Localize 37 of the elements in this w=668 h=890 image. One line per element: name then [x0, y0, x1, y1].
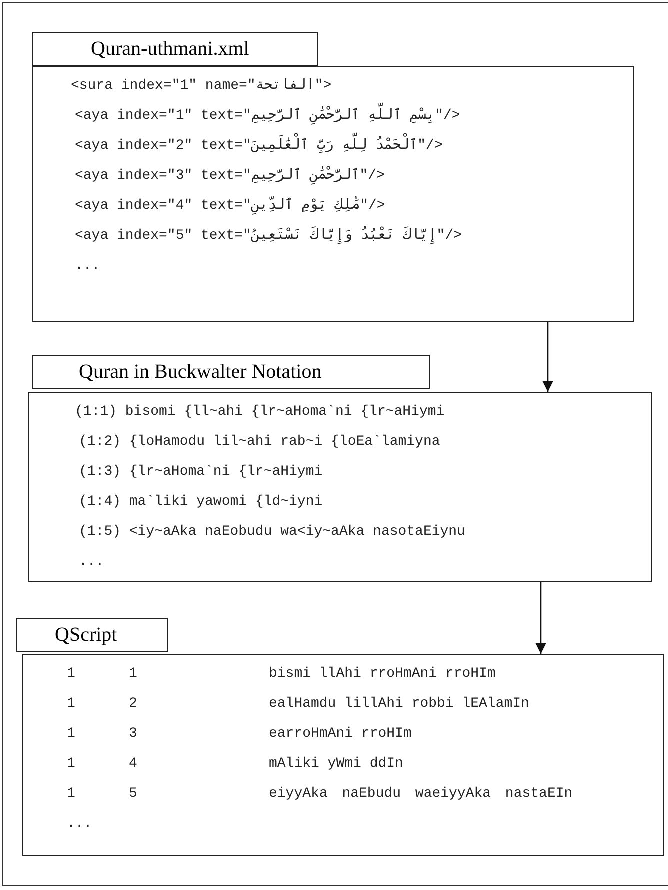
table-cell-text: 4 [129, 755, 138, 774]
table-cell-text: earroHmAni rroHIm [269, 725, 413, 744]
arrow [536, 582, 546, 654]
table-cell-text: 1 [67, 695, 76, 714]
code-line: (1:2) {loHamodu lil~ahi rab~i {loEa`lamiyna [78, 433, 442, 452]
code-box [32, 66, 634, 322]
code-line: <sura index="1" name="الفاتحة"> [71, 77, 333, 96]
table-cell-text: 1 [67, 785, 76, 804]
code-line: (1:5) <iy~aAka naEobudu wa<iy~aAka nasotaEiynu [78, 523, 466, 542]
code-box [22, 654, 664, 856]
code-line: (1:4) ma`liki yawomi {ld~iyni [78, 493, 324, 512]
table-cell-text: 1 [67, 725, 76, 744]
table-cell-text: 5 [129, 785, 138, 804]
table-cell-text: ealHamdu lillAhi robbi lEAlamIn [269, 695, 530, 714]
code-box [28, 392, 652, 582]
code-line: (1:3) {lr~aHoma`ni {lr~aHiymi [78, 463, 324, 482]
table-cell-text: bismi llAhi rroHmAni rroHIm [269, 665, 497, 684]
table-cell-text: 1 [67, 665, 76, 684]
table-cell-text: mAliki yWmi ddIn [269, 755, 404, 774]
heading-box: Quran in Buckwalter Notation [32, 355, 430, 389]
heading-box: QScript [16, 618, 168, 652]
table-cell-text: 1 [67, 755, 76, 774]
arrow [542, 322, 554, 392]
code-line: <aya index="5" text="إِيَّاكَ نَعْبُدُ وَإِيَّاكَ نَسْتَعِينُ"/> [74, 225, 464, 246]
table-cell-text: eiyyAka naEbudu waeiyyAka nastaEIn [269, 785, 574, 804]
code-line: <aya index="1" text="بِسْمِ ٱللَّهِ ٱلرَّحْمَٰنِ ٱلرَّحِيمِ"/> [71, 101, 625, 131]
code-line: <aya index="2" text="ٱلْحَمْدُ لِلَّهِ رَبِّ ٱلْعَٰلَمِينَ"/> [71, 131, 625, 161]
code-line: ... [78, 553, 106, 572]
code-line: <aya index="3" text="ٱلرَّحْمَٰنِ ٱلرَّحِيمِ"/> [74, 165, 386, 187]
ellipsis: ... [67, 815, 94, 834]
code-line: <aya index="4" text="مَٰلِكِ يَوْمِ ٱلدِّينِ"/> [74, 195, 386, 217]
table-cell-text: 2 [129, 695, 138, 714]
heading-box: Quran-uthmani.xml [32, 32, 318, 66]
table-cell-text: 3 [129, 725, 138, 744]
code-line: (1:1) bisomi {ll~ahi {lr~aHoma`ni {lr~aHiymi [75, 403, 446, 422]
code-line: ... [74, 257, 102, 276]
table-cell-text: 1 [129, 665, 138, 684]
